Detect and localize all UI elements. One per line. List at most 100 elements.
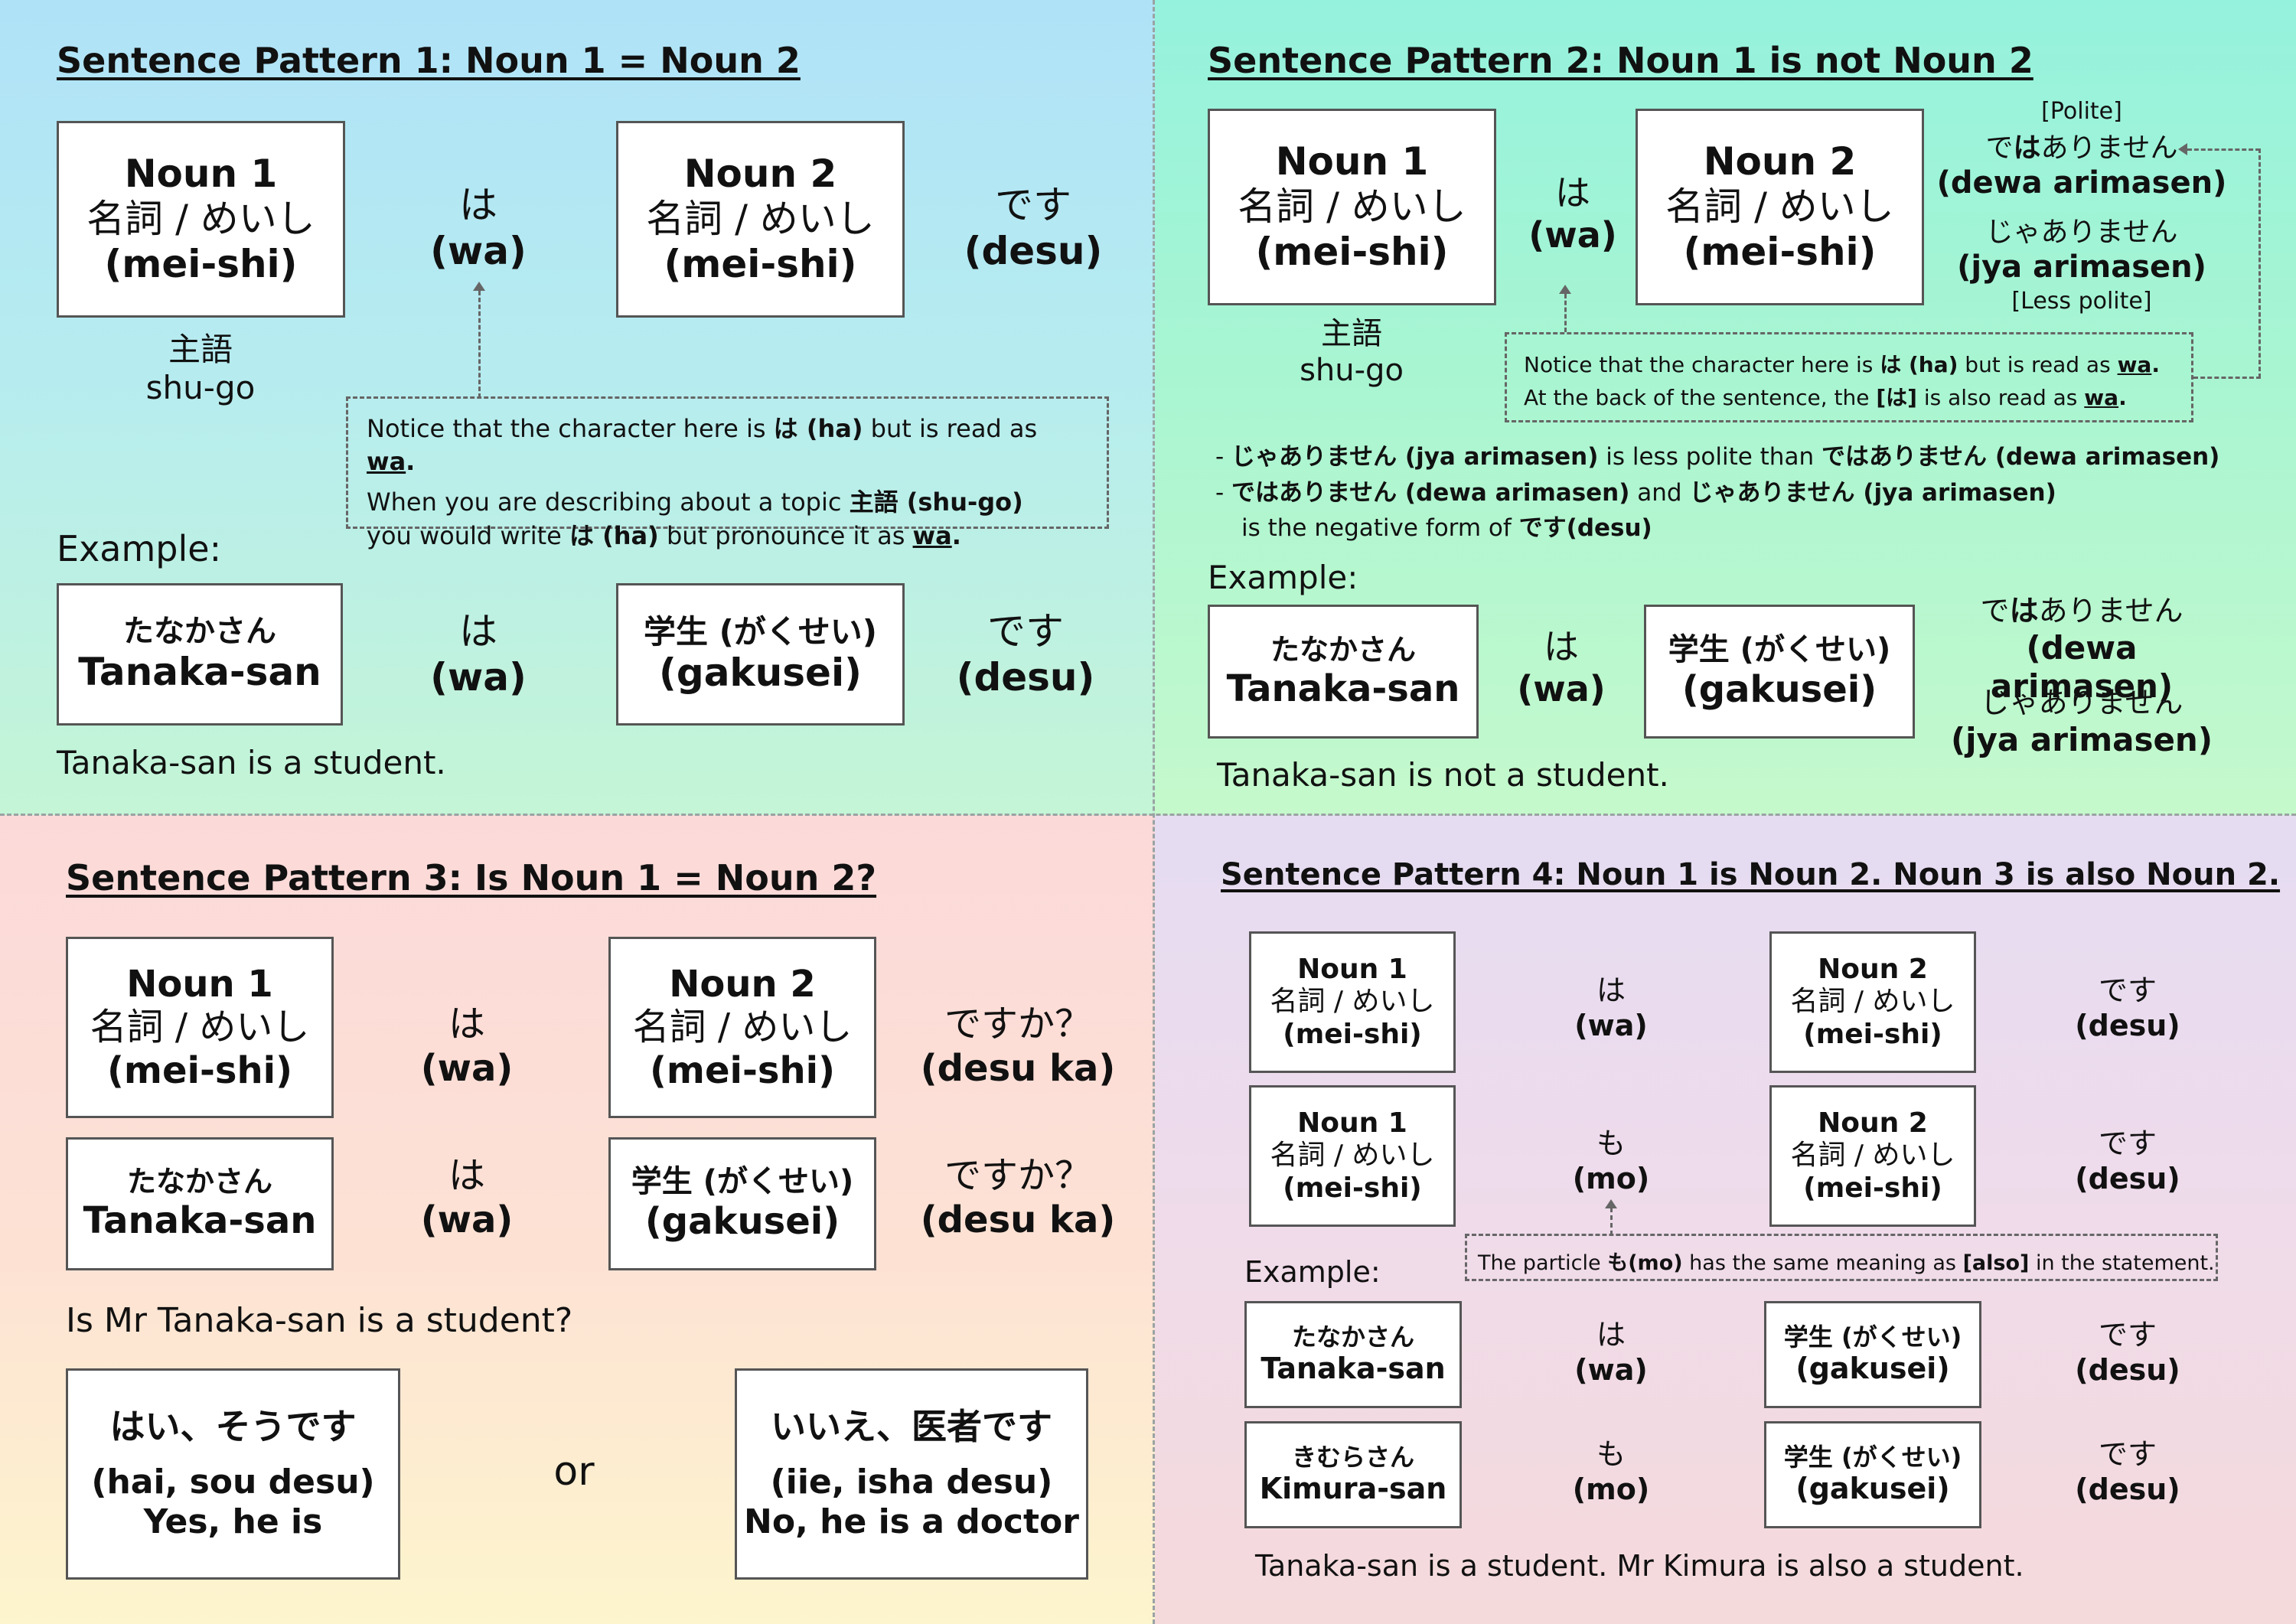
answer-en: Yes, he is [143,1502,323,1542]
noun-romaji: (mei-shi) [104,242,298,286]
p1-copula-desu: です (desu) [949,182,1117,274]
dewa-part: で [1980,594,2010,628]
p1-example-desu: です (desu) [941,608,1110,700]
answer-romaji: (iie, isha desu) [770,1463,1053,1502]
noun-label: Noun 2 [669,962,816,1006]
note-text: has the same meaning as [1682,1251,1963,1275]
noun-romaji: (mei-shi) [649,1048,835,1092]
bullet-text: is the negative form of [1241,514,1519,542]
particle-jp: は [448,1003,485,1045]
bullet-emph: ではありません (dewa arimasen) [1821,443,2220,471]
p4-row1-noun2: Noun 2 名詞 / めいし (mei-shi) [1769,931,1976,1073]
note-emph: は (ha) [569,520,659,550]
particle-jp: は [1544,626,1579,667]
note-text: . [2118,385,2127,411]
p4-example-noun2: 学生 (がくせい) (gakusei) [1764,1301,1981,1408]
copula-jp: です [987,609,1064,654]
subject-jp: 主語 [1321,316,1382,351]
dewa-particle: は [2013,132,2041,164]
p2-polite-tag: [Polite] [2041,98,2122,125]
note-text: but is read as [863,414,1038,443]
copula-romaji: (desu) [956,655,1095,699]
example-jp: たなかさん [123,613,276,649]
noun-label: Noun 1 [1297,953,1407,985]
p3-example-desuka: ですか？ (desu ka) [903,1154,1133,1242]
pattern-1-title: Sentence Pattern 1: Noun 1 = Noun 2 [57,40,801,81]
p2-explanation: - じゃありません (jya arimasen) is less polite … [1215,439,2219,546]
example-romaji: Tanaka-san [1226,667,1460,710]
p3-answer-yes: はい、そうです (hai, sou desu) Yes, he is [66,1368,400,1580]
p3-noun1-card: Noun 1 名詞 / めいし (mei-shi) [66,937,334,1118]
particle-romaji: (wa) [1528,214,1617,256]
note-text: . [2151,352,2160,377]
copula-jp: です [995,183,1071,227]
p2-subject-label: 主語 shu-go [1275,315,1428,389]
copula-jp: ですか？ [944,1003,1091,1045]
dewa-romaji: (dewa arimasen) [1936,165,2227,201]
bullet-emph: じゃありません (jya arimasen) [1689,478,2056,507]
p1-note: Notice that the character here is は (ha)… [346,396,1109,550]
note-text: but pronounce it as [658,520,913,550]
p2-example-label: Example: [1208,559,1358,596]
p4-particle-wa: は (wa) [1546,973,1676,1043]
p1-example-wa: は (wa) [406,608,551,700]
bullet-emph: ではありません (dewa arimasen) [1231,478,1630,507]
example-romaji: Tanaka-san [78,650,321,695]
subject-romaji: shu-go [145,369,256,407]
example-jp: きむらさん [1291,1442,1414,1472]
dewa-particle: は [2009,594,2039,628]
p4-row2-noun2: Noun 2 名詞 / めいし (mei-shi) [1769,1085,1976,1227]
particle-jp: も [1596,1127,1626,1160]
p3-copula-desuka: ですか？ (desu ka) [903,1003,1133,1091]
particle-jp: は [459,609,497,654]
noun-label: Noun 2 [683,152,837,196]
p4-example-mo: も (mo) [1546,1437,1676,1507]
note-emph: wa [2117,352,2152,377]
p1-example-label: Example: [57,528,222,569]
noun-romaji: (mei-shi) [1283,1172,1422,1204]
p2-noun1-card: Noun 1 名詞 / めいし (mei-shi) [1208,109,1496,305]
particle-jp: も [1596,1437,1626,1471]
particle-jp: は [459,183,497,227]
noun-label: Noun 2 [1703,139,1857,184]
noun-romaji: (mei-shi) [1255,230,1449,274]
p1-subject-label: 主語 shu-go [124,331,277,408]
noun-jp: 名詞 / めいし [1270,1140,1435,1172]
noun-romaji: (mei-shi) [1683,230,1877,274]
particle-romaji: (mo) [1572,1161,1650,1195]
p3-or: or [553,1449,595,1495]
noun-jp: 名詞 / めいし [86,197,315,241]
note-text: in the statement. [2029,1251,2215,1275]
copula-romaji: (desu) [2075,1472,2180,1506]
copula-romaji: (desu) [2075,1352,2180,1387]
noun-jp: 名詞 / めいし [1238,184,1466,229]
jya-jp: じゃありません [1985,217,2178,248]
arrow-up-icon [1605,1199,1617,1208]
noun-label: Noun 1 [124,152,278,196]
note-text: you would write [367,520,569,550]
connector-line [2187,148,2260,151]
jya-romaji: (jya arimasen) [1957,249,2206,285]
vertical-divider [1153,0,1155,1624]
note-emph: は (ha) [1880,352,1958,377]
p2-example-dewa: ではありません (dewa arimasen) [1936,594,2227,706]
p2-example-wa: は (wa) [1489,626,1634,710]
arrow-up-icon [1559,285,1571,294]
copula-romaji: (desu ka) [920,1046,1116,1090]
p2-dewa-arimasen: ではありません (dewa arimasen) [1936,132,2227,201]
note-emph: wa [367,447,406,477]
copula-jp: です [2098,1437,2157,1471]
noun-romaji: (mei-shi) [106,1048,292,1092]
bullet-emph: じゃありません (jya arimasen) [1231,443,1599,471]
bullet-text: - [1215,443,1232,471]
connector-line [2193,377,2261,379]
horizontal-divider [0,814,2296,816]
bullet-text: is less polite than [1598,443,1821,471]
p2-translation: Tanaka-san is not a student. [1217,756,1669,794]
particle-romaji: (mo) [1572,1472,1650,1506]
p4-row2-desu: です (desu) [2059,1127,2197,1196]
note-text: . [951,520,961,550]
noun-romaji: (mei-shi) [1803,1172,1942,1204]
particle-romaji: (wa) [430,655,527,699]
note-text: Notice that the character here is [1524,352,1880,377]
